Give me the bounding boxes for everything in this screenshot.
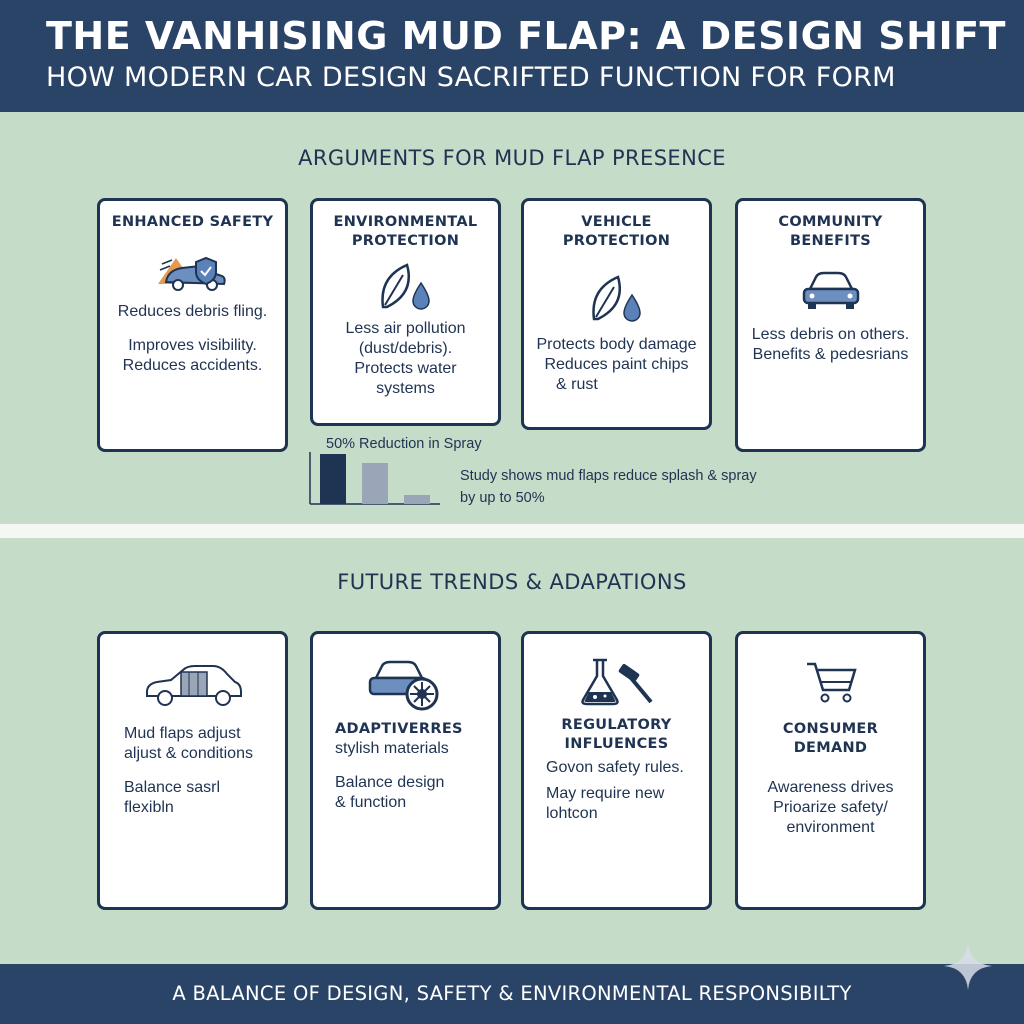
card-adjustable-flaps: Mud flaps adjust aljust & conditions Bal…	[97, 631, 288, 910]
car-shield-icon	[157, 256, 226, 291]
chart-bar-1	[320, 454, 346, 504]
leaf-drop-icon	[591, 275, 641, 322]
cart-icon	[806, 662, 857, 703]
chart-bar-2	[362, 463, 388, 504]
bar-chart	[309, 452, 440, 505]
card-text: Govon safety rules.	[546, 759, 684, 776]
card-title: INFLUENCES	[564, 736, 669, 752]
card-text: environment	[786, 819, 875, 836]
card-title: VEHICLE PROTECTION	[562, 214, 671, 249]
card-text: Improves visibility.	[128, 337, 257, 354]
sparkle-icon	[944, 942, 992, 990]
card-text: Less air pollution	[345, 320, 466, 337]
card-text: Protects water systems	[354, 360, 457, 397]
card-environmental-protection: ENVIRONMENTAL PROTECTION Less air pollut…	[310, 198, 501, 426]
card-text: Reduces debris fling.	[117, 303, 268, 320]
page-title: THE VANHISING MUD FLAP: A DESIGN SHIFT	[46, 14, 1006, 58]
chart-bar-3	[404, 495, 430, 504]
trends-section-title: FUTURE TRENDS & ADAPATIONS	[337, 570, 687, 594]
card-title: ADAPTIVERRES	[335, 721, 463, 737]
card-title: COMMUNITY BENEFITS	[778, 214, 883, 249]
flask-gavel-icon	[580, 658, 653, 706]
page-subtitle: HOW MODERN CAR DESIGN SACRIFTED FUNCTION…	[46, 62, 896, 93]
footer-banner: A BALANCE OF DESIGN, SAFETY & ENVIRONMEN…	[0, 964, 1024, 1024]
card-text: Reduces accidents.	[122, 357, 263, 374]
card-consumer-demand: CONSUMER DEMAND Awareness drives Prioari…	[735, 631, 926, 910]
card-text: lohtcon	[546, 805, 598, 822]
card-text: Less debris on others.	[751, 326, 910, 343]
card-text: flexibln	[124, 799, 174, 816]
car-icon	[802, 271, 859, 309]
card-title: DEMAND	[793, 740, 868, 756]
card-title: CONSUMER	[782, 721, 879, 737]
chart-note-line: Study shows mud flaps reduce splash & sp…	[460, 468, 757, 484]
chart-title: 50% Reduction in Spray	[326, 436, 482, 452]
header-banner: THE VANHISING MUD FLAP: A DESIGN SHIFT H…	[0, 0, 1024, 112]
card-title: REGULATORY	[561, 717, 672, 733]
card-text: Protects body damage	[536, 336, 697, 353]
car-wheel-icon	[368, 660, 438, 711]
chart-note: Study shows mud flaps reduce splash & sp…	[460, 465, 800, 509]
card-text: (dust/debris).	[358, 340, 453, 357]
card-text: May require new	[546, 785, 665, 802]
card-text: stylish materials	[335, 740, 449, 757]
card-community-benefits: COMMUNITY BENEFITS Less debris on others…	[735, 198, 926, 452]
card-title: ENHANCED SAFETY	[111, 214, 274, 230]
card-text: Awareness drives	[767, 779, 894, 796]
card-text: & rust	[556, 376, 598, 393]
card-text: Prioarize safety/	[773, 799, 888, 816]
card-text: aljust & conditions	[124, 745, 253, 762]
card-text: Reduces paint chips	[544, 356, 689, 373]
card-text: & function	[335, 794, 407, 811]
card-text: Balance sasrl	[124, 779, 221, 796]
card-title: PROTECTION	[351, 233, 460, 249]
arguments-section-title: ARGUMENTS FOR MUD FLAP PRESENCE	[298, 146, 726, 170]
footer-text: A BALANCE OF DESIGN, SAFETY & ENVIRONMEN…	[172, 982, 852, 1005]
card-text: Mud flaps adjust	[124, 725, 241, 742]
card-adaptive-materials: ADAPTIVERRES stylish materials Balance d…	[310, 631, 501, 910]
card-regulatory-influences: REGULATORY INFLUENCES Govon safety rules…	[521, 631, 712, 910]
leaf-drop-icon	[380, 263, 430, 310]
chart-note-line: by up to 50%	[460, 490, 545, 506]
card-title: ENVIRONMENTAL	[333, 214, 478, 230]
section-divider	[0, 524, 1024, 538]
card-text: Benefits & pedesrians	[752, 346, 909, 363]
card-text: Balance design	[335, 774, 445, 791]
card-enhanced-safety: ENHANCED SAFETY Reduces debris fling. Im…	[97, 198, 288, 452]
spray-reduction-chart: 50% Reduction in Spray Study shows mud f…	[300, 432, 800, 512]
card-vehicle-protection: VEHICLE PROTECTION Protects body damage …	[521, 198, 712, 430]
car-flap-icon	[145, 665, 242, 706]
